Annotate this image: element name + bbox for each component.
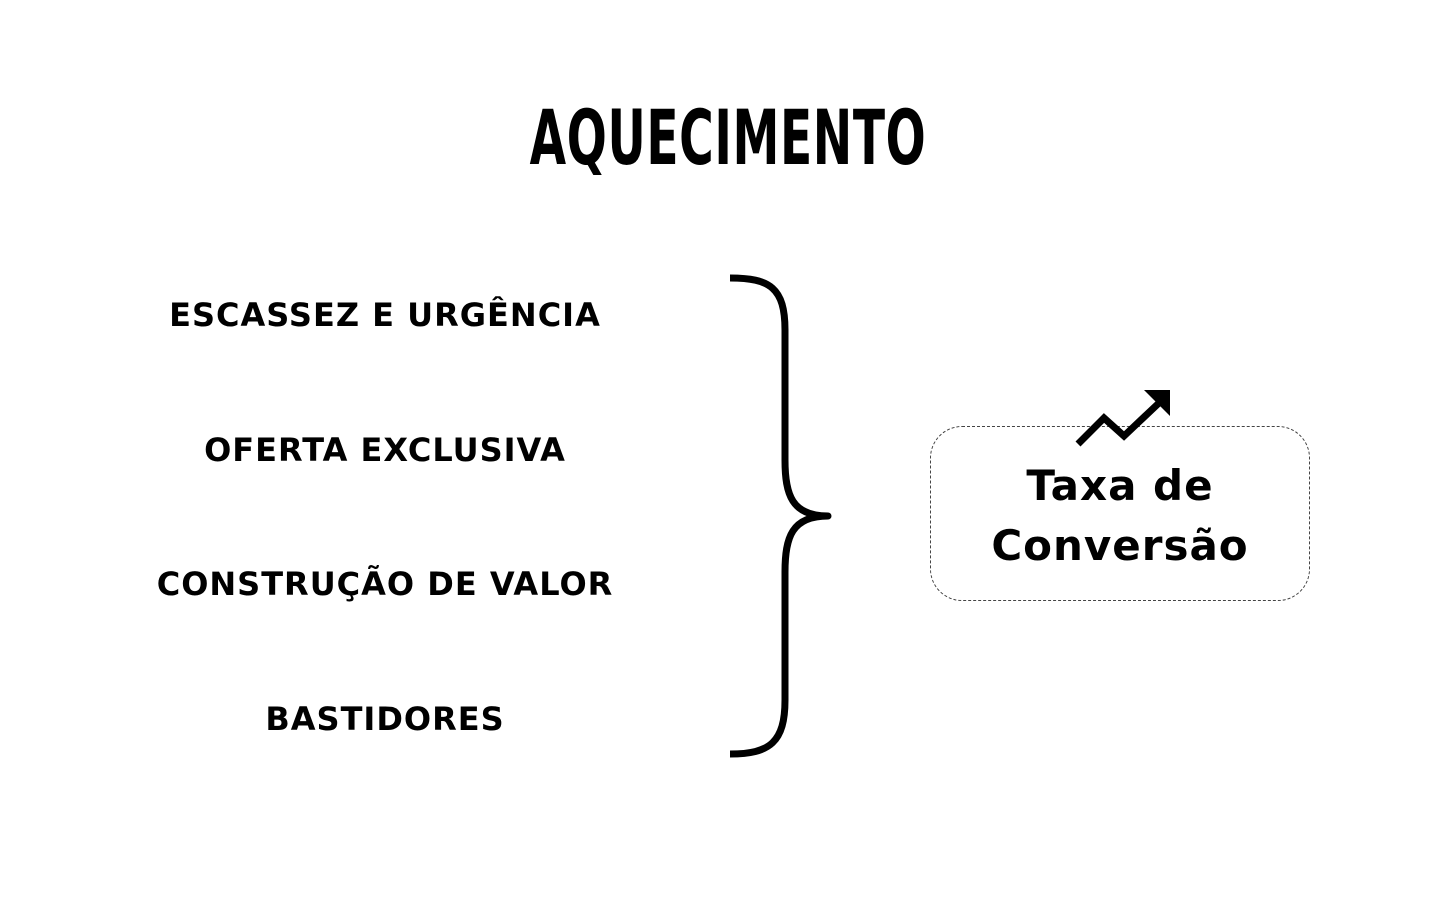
diagram-title: AQUECIMENTO (529, 93, 927, 182)
curly-brace (729, 274, 832, 758)
factor-exclusive-offer: OFERTA EXCLUSIVA (204, 431, 566, 469)
factor-scarcity-urgency: ESCASSEZ E URGÊNCIA (169, 296, 601, 334)
result-label-line1: Taxa de (1026, 461, 1214, 510)
result-label: Taxa de Conversão (930, 456, 1310, 576)
result-box (930, 426, 1310, 601)
result-label-line2: Conversão (991, 521, 1249, 570)
trend-up-icon (1075, 390, 1170, 447)
factor-behind-the-scenes: BASTIDORES (265, 700, 505, 738)
factor-value-building: CONSTRUÇÃO DE VALOR (156, 565, 614, 603)
